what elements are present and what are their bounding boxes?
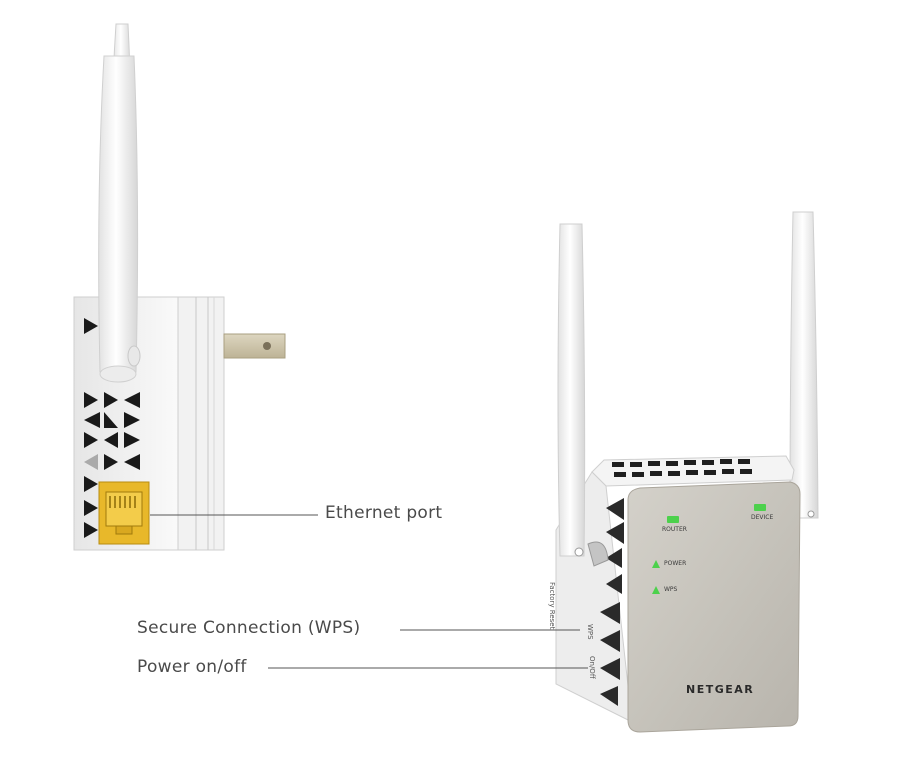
side-label-factory-reset: Factory Reset: [548, 582, 556, 630]
wps-label: Secure Connection (WPS): [137, 618, 361, 638]
brand-logo: NETGEAR: [686, 683, 755, 696]
side-label-wps: WPS: [586, 624, 594, 640]
side-vents: [84, 318, 140, 538]
led-label-power: POWER: [664, 560, 687, 567]
power-label: Power on/off: [137, 657, 247, 677]
front-left-antenna: [557, 223, 609, 567]
led-label-device: DEVICE: [751, 514, 774, 521]
side-antennas: [98, 23, 141, 383]
front-face: [627, 481, 801, 733]
ethernet-port-label: Ethernet port: [325, 503, 443, 523]
ethernet-port: [98, 481, 150, 545]
plug-prong: [223, 333, 286, 359]
front-right-antenna: [789, 211, 819, 519]
side-label-on-off: On/Off: [588, 656, 596, 679]
led-label-wps: WPS: [664, 586, 678, 593]
led-label-router: ROUTER: [662, 526, 687, 533]
